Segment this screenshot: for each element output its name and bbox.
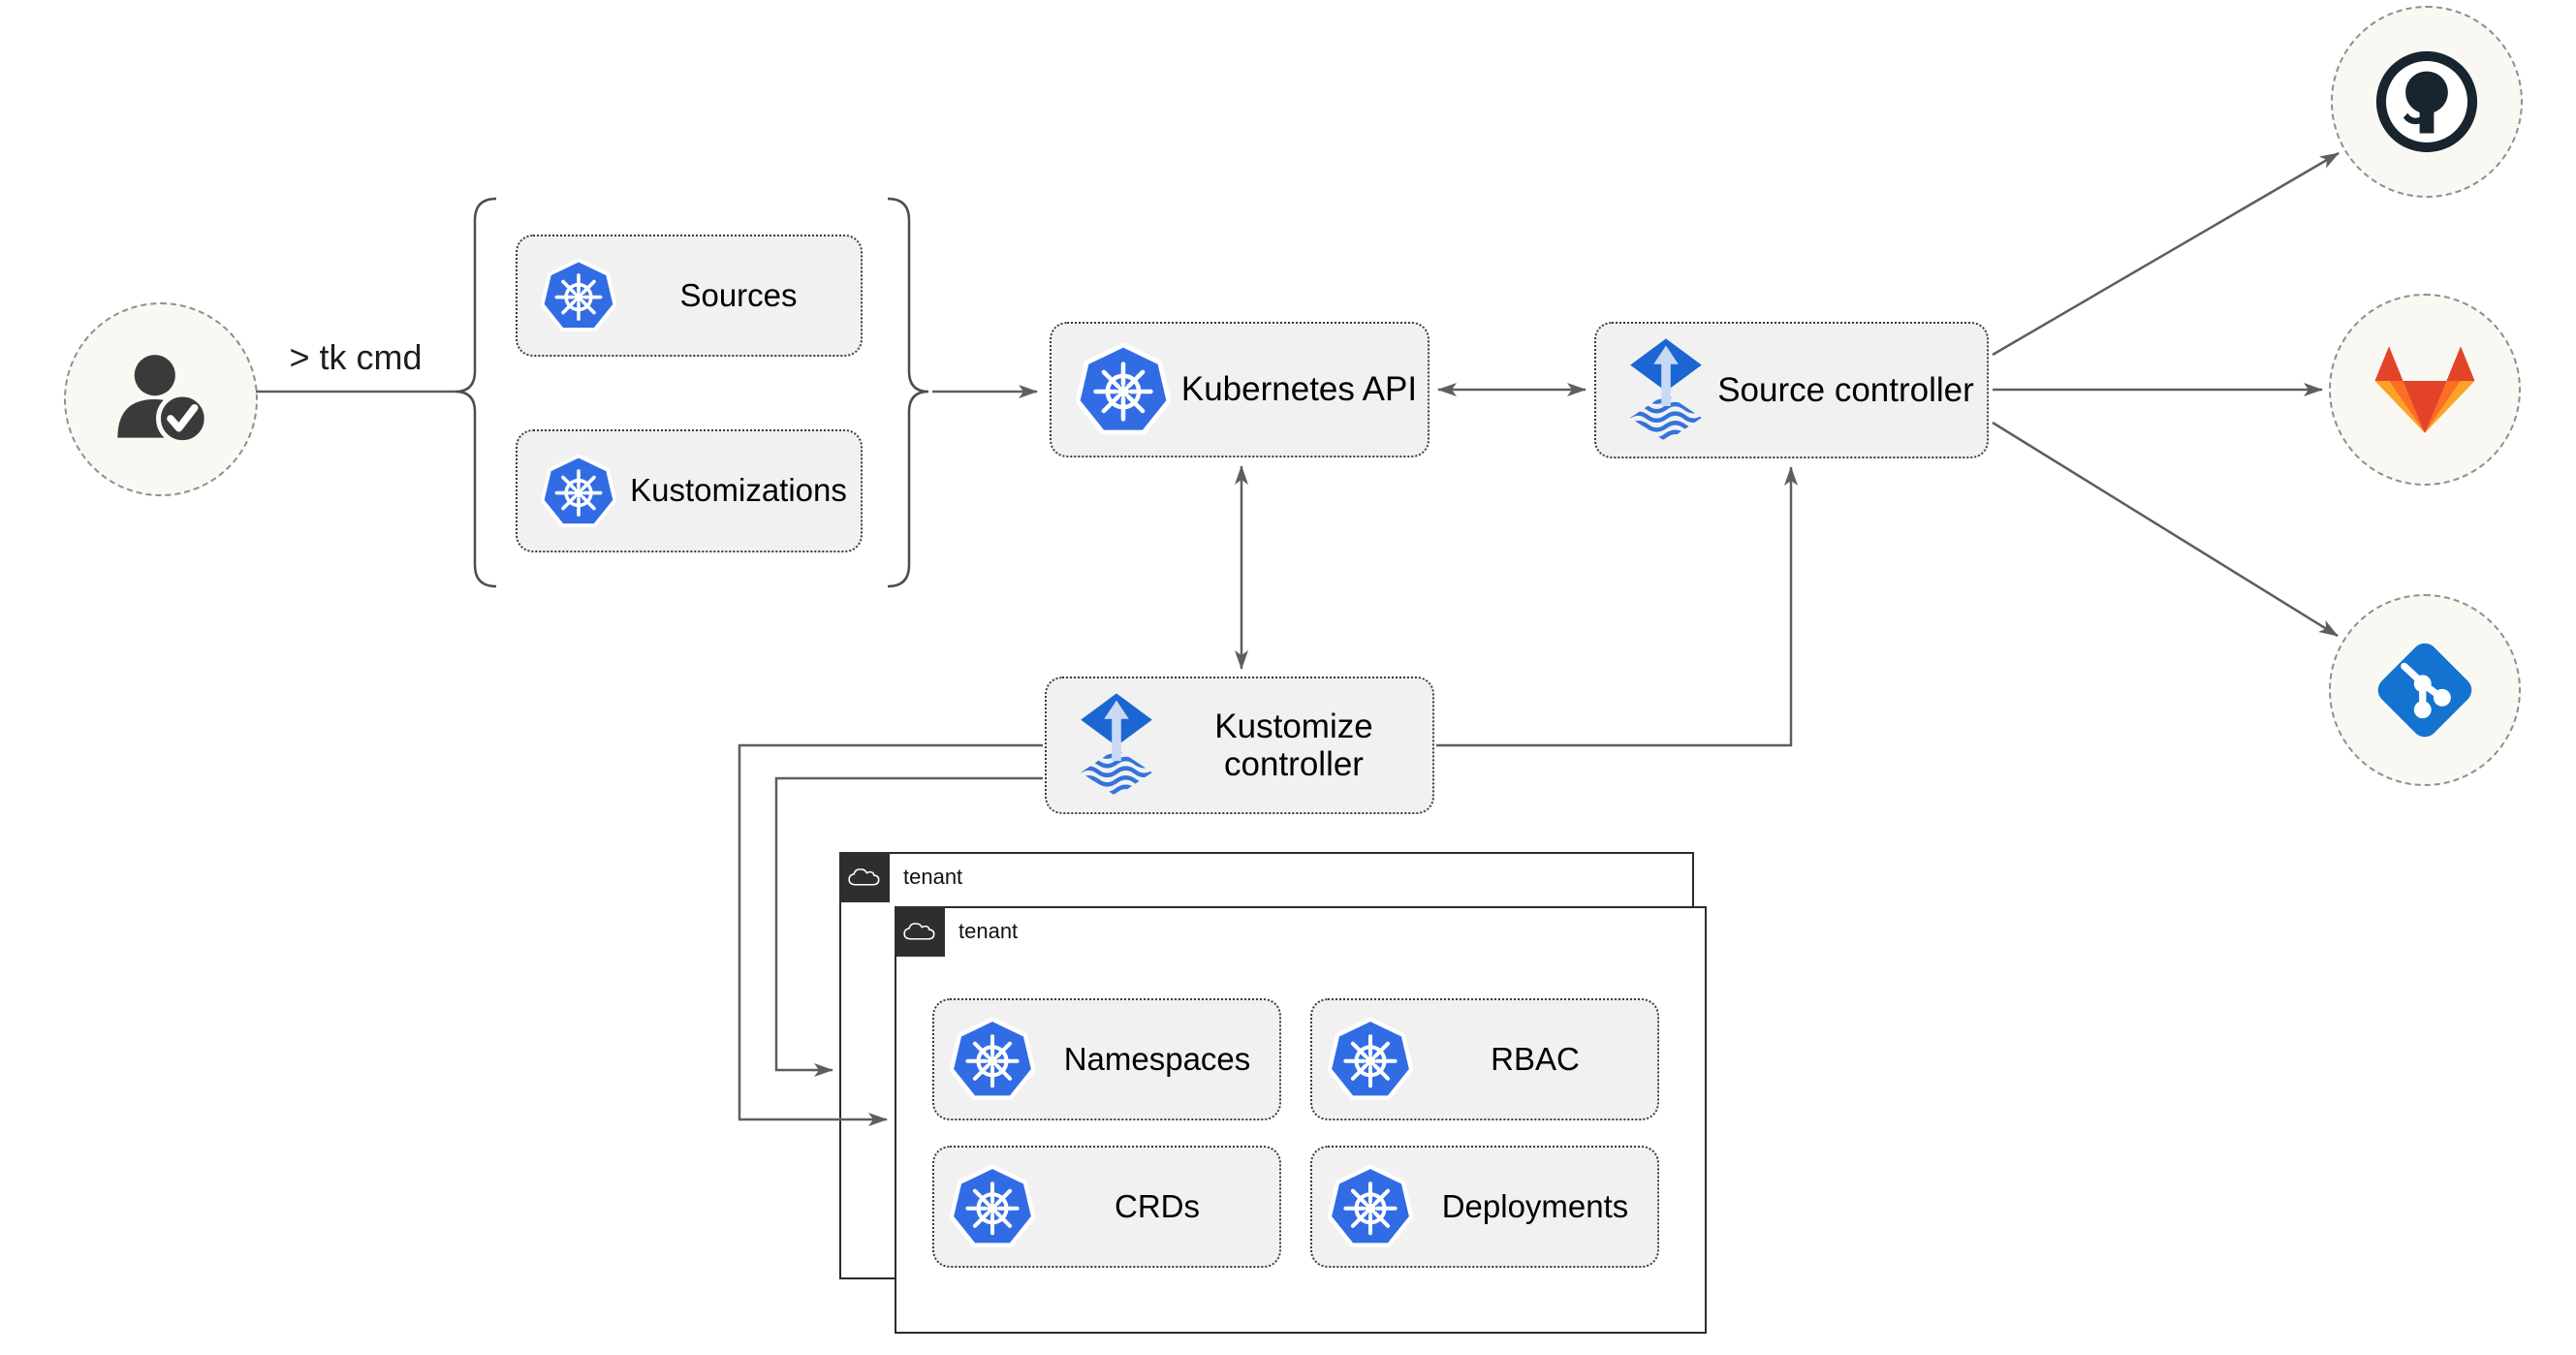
kubernetes-icon — [541, 258, 616, 333]
node-source-controller: Source controller — [1594, 322, 1989, 458]
cloud-icon — [848, 867, 881, 888]
node-deployments: Deployments — [1310, 1146, 1659, 1268]
kubernetes-icon — [541, 453, 616, 529]
github-icon — [2372, 47, 2481, 156]
node-crds-label: CRDs — [1115, 1187, 1200, 1224]
kubernetes-icon — [950, 1017, 1035, 1102]
node-kubernetes-api: Kubernetes API — [1050, 322, 1429, 457]
edge-kustomize-to-source-controller — [1436, 466, 1798, 747]
right-bracket — [887, 197, 929, 588]
tk-command-label: > tk cmd — [289, 337, 423, 377]
node-deployments-label: Deployments — [1441, 1187, 1629, 1224]
kubernetes-icon — [1328, 1017, 1413, 1102]
node-rbac-label: RBAC — [1491, 1040, 1580, 1077]
flux-icon — [1627, 336, 1705, 445]
node-rbac: RBAC — [1310, 998, 1659, 1120]
node-sources-label: Sources — [679, 276, 798, 313]
node-namespaces: Namespaces — [932, 998, 1281, 1120]
tenant-front-label: tenant — [958, 919, 1019, 943]
node-namespaces-label: Namespaces — [1063, 1040, 1251, 1077]
edge-source-controller-to-github — [1992, 151, 2340, 357]
kubernetes-icon — [950, 1164, 1035, 1249]
cloud-icon — [903, 921, 936, 942]
left-bracket — [455, 197, 497, 588]
gitlab-icon — [2371, 335, 2479, 444]
node-kustomizations: Kustomizations — [516, 429, 863, 552]
node-source-controller-label: Source controller — [1717, 370, 1974, 409]
user-bubble — [64, 302, 258, 496]
edge-source-controller-to-git — [1992, 421, 2339, 638]
provider-github-bubble — [2331, 6, 2523, 198]
kubernetes-icon — [1076, 342, 1171, 437]
kubernetes-icon — [1328, 1164, 1413, 1249]
node-kustomize-controller: Kustomize controller — [1045, 677, 1434, 814]
node-kubernetes-api-label: Kubernetes API — [1180, 370, 1418, 409]
tenant-tab — [839, 852, 890, 902]
person-check-icon — [101, 339, 221, 459]
tenant-tab — [895, 906, 945, 957]
git-icon — [2371, 636, 2479, 744]
node-crds: CRDs — [932, 1146, 1281, 1268]
provider-git-bubble — [2329, 594, 2521, 786]
node-sources: Sources — [516, 235, 863, 357]
node-kustomizations-label: Kustomizations — [630, 472, 847, 509]
node-kustomize-controller-label: Kustomize controller — [1214, 707, 1373, 783]
provider-gitlab-bubble — [2329, 294, 2521, 486]
flux-icon — [1078, 691, 1155, 800]
tenant-back-label: tenant — [903, 865, 963, 889]
